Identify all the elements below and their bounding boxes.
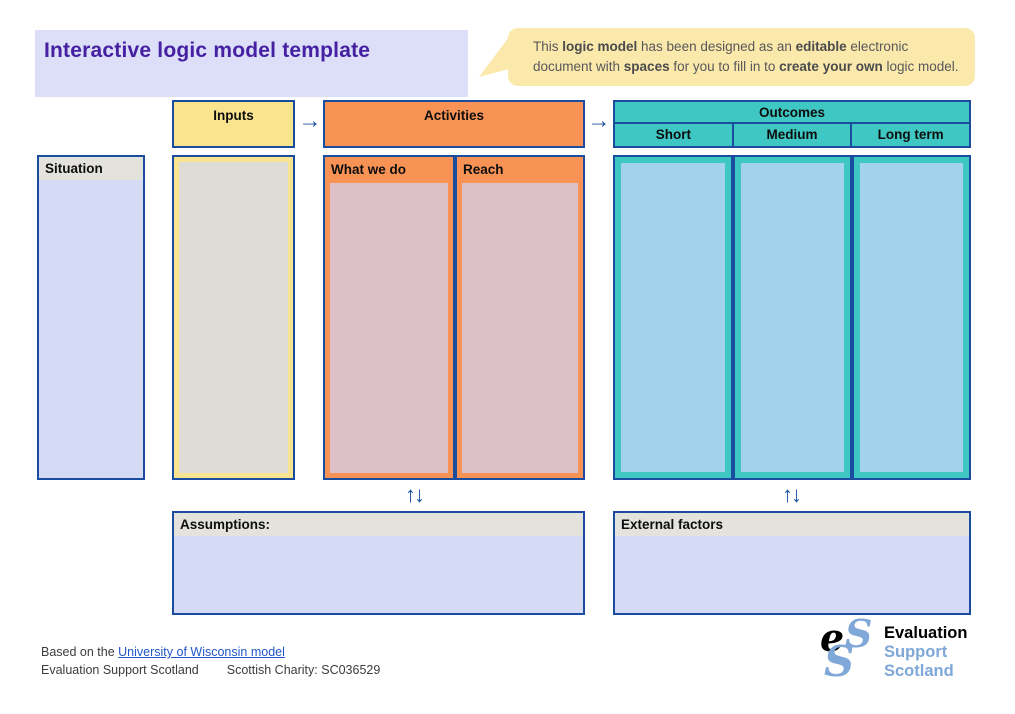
inputs-header: Inputs (172, 100, 295, 148)
up-down-arrow-icon: ↑↓ (405, 482, 425, 507)
external-factors-input-area[interactable] (615, 538, 969, 613)
outcomes-subheader-short: Short (655, 127, 691, 142)
activities-header: Activities (323, 100, 585, 148)
charity-line: Evaluation Support Scotland Scottish Char… (41, 663, 380, 677)
outcomes-header-label: Outcomes (615, 102, 969, 124)
outcome-short-column (613, 155, 733, 480)
logo-wordmark: Evaluation Support Scotland (884, 624, 967, 681)
info-bubble: This logic model has been designed as an… (479, 28, 975, 86)
situation-label: Situation (39, 157, 143, 180)
outcomes-header: Outcomes Short Medium Long term (613, 100, 971, 148)
inputs-column (172, 155, 295, 480)
info-bubble-text: This logic model has been designed as an… (533, 39, 959, 74)
reach-label: Reach (463, 162, 504, 177)
right-arrow-icon: → (587, 107, 611, 133)
page-title: Interactive logic model template (44, 39, 371, 62)
attribution-line: Based on the University of Wisconsin mod… (41, 645, 285, 659)
reach-input-area[interactable] (462, 183, 578, 473)
ess-logo: e S S Evaluation Support Scotland (818, 615, 1003, 699)
assumptions-box: Assumptions: (172, 511, 585, 615)
outcomes-subheader-medium: Medium (731, 124, 853, 146)
outcomes-subheader-long-term: Long term (877, 127, 944, 142)
what-we-do-column: What we do (323, 155, 455, 480)
assumptions-input-area[interactable] (174, 538, 583, 613)
outcome-short-input-area[interactable] (615, 157, 731, 478)
outcome-long-term-input-area[interactable] (854, 157, 969, 478)
outcome-medium-column (733, 155, 852, 480)
logo-s-bottom-glyph: S (824, 637, 855, 686)
inputs-input-area[interactable] (174, 157, 293, 478)
logo-s-top-glyph: S (845, 611, 873, 656)
org-name: Evaluation Support Scotland (41, 663, 199, 677)
logo-word-evaluation: Evaluation (884, 624, 968, 642)
situation-input-area[interactable] (39, 182, 143, 478)
what-we-do-input-area[interactable] (330, 183, 448, 473)
logo-word-support: Support (884, 643, 948, 661)
what-we-do-label: What we do (331, 162, 406, 177)
charity-number: Scottish Charity: SC036529 (226, 663, 381, 677)
outcome-medium-input-area[interactable] (735, 157, 850, 478)
bubble-tail-icon (479, 37, 509, 77)
external-factors-box: External factors (613, 511, 971, 615)
logo-word-scotland: Scotland (884, 662, 954, 680)
right-arrow-icon: → (298, 107, 322, 133)
assumptions-label: Assumptions: (174, 513, 583, 536)
reach-column: Reach (455, 155, 585, 480)
up-down-arrow-icon: ↑↓ (782, 482, 802, 507)
wisconsin-model-link[interactable]: University of Wisconsin model (118, 645, 285, 659)
page-title-bar: Interactive logic model template (35, 30, 468, 97)
attribution-prefix: Based on the (41, 645, 119, 659)
logo-e-glyph: e (820, 615, 845, 660)
outcomes-subheaders: Short Medium Long term (615, 124, 969, 146)
outcome-long-term-column (852, 155, 971, 480)
external-factors-label: External factors (615, 513, 969, 536)
situation-box: Situation (37, 155, 145, 480)
